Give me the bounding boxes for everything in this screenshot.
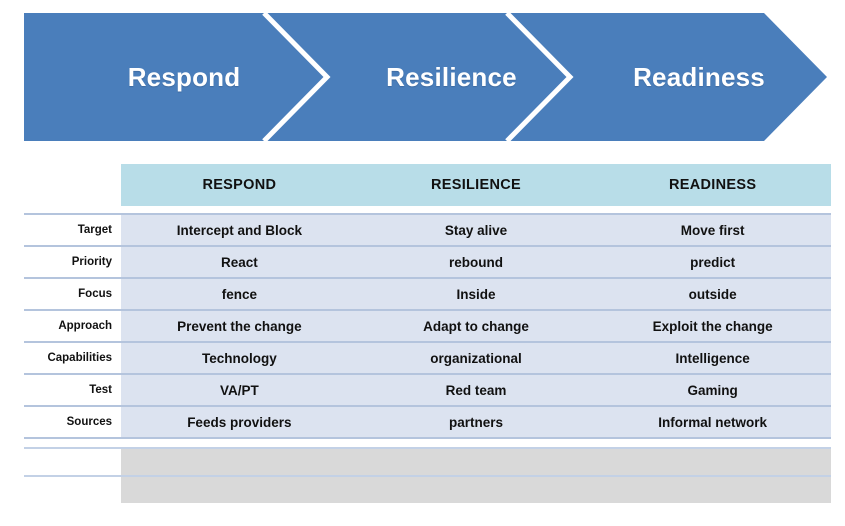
banner-body	[24, 13, 827, 141]
row-cell-resilience: rebound	[357, 245, 595, 278]
chevron-separator-1	[262, 13, 331, 141]
row-cell-respond: Feeds providers	[121, 405, 358, 439]
banner-stage-label: Readiness	[633, 61, 765, 92]
chevron-separator-2	[505, 13, 574, 141]
row-cell-resilience: organizational	[357, 341, 595, 374]
row-cell-respond: VA/PT	[121, 373, 358, 406]
row-cell-resilience: Red team	[357, 373, 595, 406]
row-cell-resilience: Stay alive	[357, 213, 595, 246]
banner-stage-label: Resilience	[386, 61, 517, 92]
row-cell-respond: fence	[121, 277, 358, 310]
row-label: Target	[24, 213, 122, 246]
matrix-table: RESPOND RESILIENCE READINESS Target Inte…	[24, 164, 831, 503]
process-chevron-banner: Respond Resilience Readiness	[24, 13, 827, 141]
matrix-header-spacer	[24, 206, 831, 214]
banner-stage-resilience: Resilience	[324, 13, 579, 141]
matrix-header-row: RESPOND RESILIENCE READINESS	[24, 164, 831, 206]
banner-stage-respond: Respond	[34, 13, 334, 141]
table-row-empty	[24, 475, 831, 503]
row-cell-readiness: Gaming	[594, 373, 831, 406]
row-cell-respond	[121, 475, 358, 503]
row-label	[24, 475, 122, 503]
row-cell-respond	[121, 447, 358, 476]
matrix-column-header-respond: RESPOND	[121, 164, 358, 206]
matrix-corner-cell	[24, 164, 122, 206]
matrix-column-header-resilience: RESILIENCE	[357, 164, 595, 206]
row-label: Priority	[24, 245, 122, 278]
row-label: Approach	[24, 309, 122, 342]
table-row: Focus fence Inside outside	[24, 277, 831, 310]
row-cell-readiness: outside	[594, 277, 831, 310]
row-cell-resilience: Adapt to change	[357, 309, 595, 342]
matrix-bottom-gap	[24, 438, 831, 448]
table-row: Priority React rebound predict	[24, 245, 831, 278]
row-cell-readiness: predict	[594, 245, 831, 278]
row-cell-respond: Intercept and Block	[121, 213, 358, 246]
row-label: Focus	[24, 277, 122, 310]
table-row: Target Intercept and Block Stay alive Mo…	[24, 213, 831, 246]
row-cell-resilience	[357, 475, 595, 503]
row-label	[24, 447, 122, 476]
table-row: Capabilities Technology organizational I…	[24, 341, 831, 374]
row-label: Test	[24, 373, 122, 406]
row-cell-readiness	[594, 447, 831, 476]
row-cell-readiness: Informal network	[594, 405, 831, 439]
comparison-matrix: RESPOND RESILIENCE READINESS Target Inte…	[24, 164, 831, 503]
row-cell-readiness	[594, 475, 831, 503]
chevron-shape	[24, 13, 827, 141]
banner-stage-label: Respond	[127, 61, 241, 92]
table-row: Test VA/PT Red team Gaming	[24, 373, 831, 406]
row-cell-readiness: Exploit the change	[594, 309, 831, 342]
matrix-column-header-readiness: READINESS	[594, 164, 831, 206]
row-cell-resilience	[357, 447, 595, 476]
row-cell-resilience: Inside	[357, 277, 595, 310]
row-cell-readiness: Intelligence	[594, 341, 831, 374]
row-label: Capabilities	[24, 341, 122, 374]
row-cell-readiness: Move first	[594, 213, 831, 246]
table-row: Sources Feeds providers partners Informa…	[24, 405, 831, 439]
table-row: Approach Prevent the change Adapt to cha…	[24, 309, 831, 342]
row-cell-resilience: partners	[357, 405, 595, 439]
row-cell-respond: React	[121, 245, 358, 278]
table-row-empty	[24, 447, 831, 476]
row-cell-respond: Technology	[121, 341, 358, 374]
row-cell-respond: Prevent the change	[121, 309, 358, 342]
banner-stage-readiness: Readiness	[574, 13, 824, 141]
row-label: Sources	[24, 405, 122, 439]
